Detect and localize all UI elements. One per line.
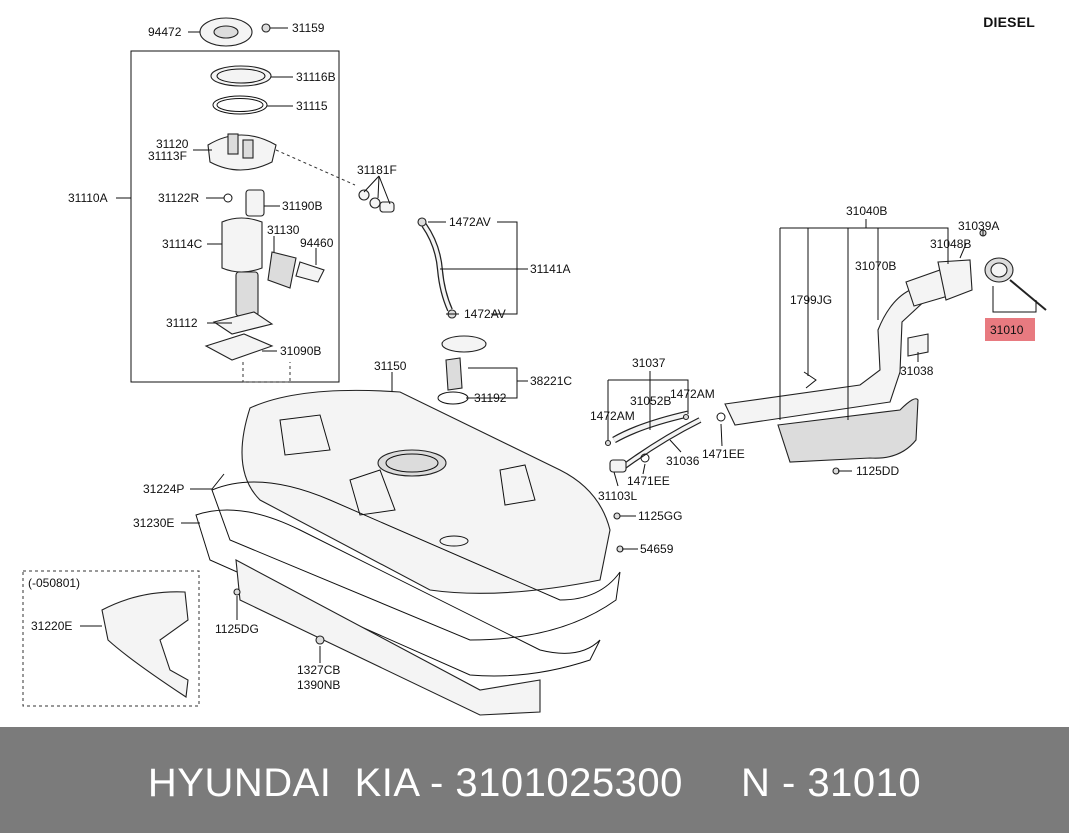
variant-label: DIESEL (983, 14, 1035, 30)
part-label: 31122R (158, 191, 199, 205)
tank-guard-pans (195, 481, 621, 716)
leader-lines (80, 27, 1037, 663)
part-label: 1327CB (297, 663, 340, 677)
part-label: 31113F (148, 149, 187, 163)
variant-inset (22, 570, 200, 707)
part-label: 1471EE (627, 474, 670, 488)
part-label: (-050801) (28, 576, 80, 590)
part-label: 1125DG (215, 622, 259, 636)
exploded-view-drawing: 94472 31159 31116B 31115 31120 31113F 31… (22, 17, 1047, 716)
highlight-box (985, 318, 1035, 341)
caption-bar: HYUNDAI KIA - 3101025300 N - 31010 (0, 727, 1069, 833)
part-label: 54659 (640, 542, 674, 556)
part-label: 31181F (357, 163, 397, 177)
part-label: 31110A (68, 191, 108, 205)
part-label: 1472AM (670, 387, 715, 401)
part-label: 31103L (598, 489, 637, 503)
part-label: 31150 (374, 359, 407, 373)
part-label: 1471EE (702, 447, 745, 461)
part-label: 1799JG (790, 293, 832, 307)
part-label: 94460 (300, 236, 334, 250)
part-label: 38221C (530, 374, 572, 388)
filler-assembly (609, 229, 1047, 473)
pump-module-frame (130, 50, 340, 383)
vent-hose-parts (358, 189, 487, 405)
part-label: 31039A (958, 219, 999, 233)
part-label: 31040B (846, 204, 887, 218)
part-label: 31036 (666, 454, 700, 468)
part-label: 1125DD (856, 464, 899, 478)
part-label: 1125GG (638, 509, 682, 523)
fuel-tank (241, 389, 611, 594)
part-label: 31192 (474, 391, 507, 405)
pump-module-parts (199, 17, 356, 383)
part-number-caption: HYUNDAI KIA - 3101025300 N - 31010 (147, 761, 922, 805)
part-label: 31220E (31, 619, 72, 633)
part-label: 31048B (930, 237, 971, 251)
part-label: 31159 (292, 21, 325, 35)
part-label: 31141A (530, 262, 570, 276)
part-label: 94472 (148, 25, 182, 39)
part-label: 31112 (166, 316, 198, 330)
part-label: 31037 (632, 356, 666, 370)
part-label: 31038 (900, 364, 934, 378)
part-label: 31116B (296, 70, 336, 84)
part-label: 31115 (296, 99, 328, 113)
part-label-highlighted: 31010 (990, 323, 1024, 337)
part-label: 31070B (855, 259, 896, 273)
part-label: 31120 (156, 137, 189, 151)
part-label: 1472AV (449, 215, 491, 229)
part-labels: 94472 31159 31116B 31115 31120 31113F 31… (28, 21, 1024, 692)
part-label: 31090B (280, 344, 321, 358)
part-label: 31130 (267, 223, 300, 237)
parts-diagram: 94472 31159 31116B 31115 31120 31113F 31… (22, 14, 1047, 716)
part-label: 31224P (143, 482, 184, 496)
part-label: 1472AV (464, 307, 506, 321)
part-label: 1472AM (590, 409, 635, 423)
fasteners (233, 412, 840, 645)
part-label: 31190B (282, 199, 322, 213)
part-label: 31052B (630, 394, 671, 408)
part-label: 31230E (133, 516, 174, 530)
part-label: 1390NB (297, 678, 340, 692)
part-label: 31114C (162, 237, 203, 251)
